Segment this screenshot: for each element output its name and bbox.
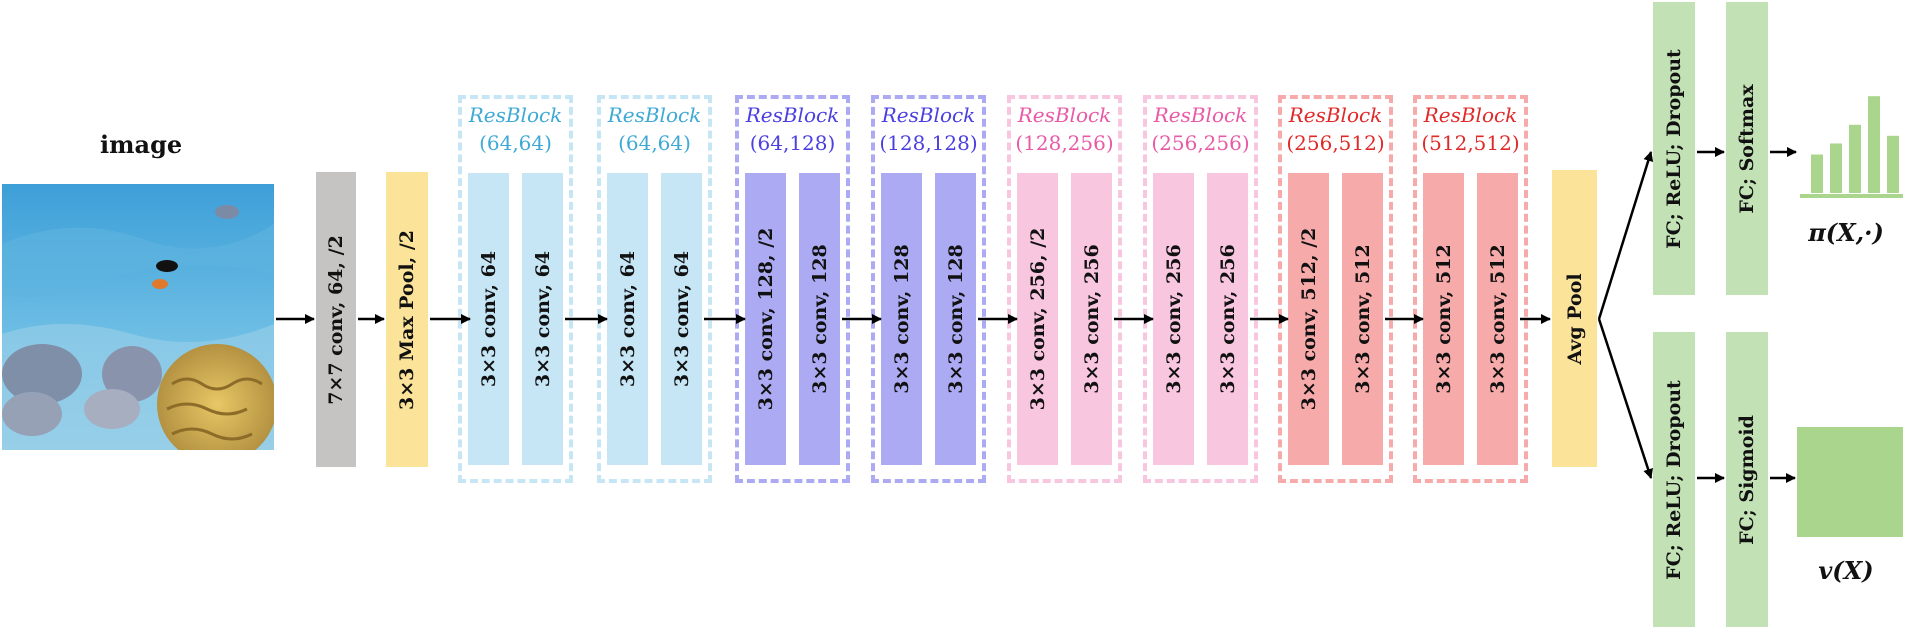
resblock-conv-layer: 3×3 conv, 64 — [661, 173, 702, 465]
resblock-8: ResBlock (512,512) 3×3 conv, 512 3×3 conv, … — [1413, 95, 1528, 483]
arrow-avgpool-to-policy-head — [1597, 151, 1654, 320]
resblock-conv-layer: 3×3 conv, 256 — [1207, 173, 1248, 465]
resblock-title: ResBlock — [468, 103, 563, 127]
resblock-conv-layer: 3×3 conv, 128 — [799, 173, 840, 465]
resblock-title: ResBlock — [607, 103, 702, 127]
policy-histogram — [1800, 96, 1903, 198]
histogram-bar — [1811, 154, 1823, 193]
resblock-conv-layer: 3×3 conv, 256 — [1071, 173, 1112, 465]
max-pool-block: 3×3 Max Pool, /2 — [386, 172, 428, 467]
resblock-title: ResBlock — [1017, 103, 1112, 127]
histogram-bar — [1830, 143, 1842, 193]
value-fc-relu-dropout: FC; ReLU; Dropout — [1653, 332, 1695, 627]
resblock-dims: (64,128) — [749, 131, 836, 155]
resblock-dims: (128,128) — [879, 131, 978, 155]
histogram-bar — [1868, 96, 1880, 193]
resblock-2: ResBlock (64,64) 3×3 conv, 64 3×3 conv, 64 — [597, 95, 712, 483]
policy-fc-relu-dropout: FC; ReLU; Dropout — [1653, 2, 1695, 295]
resblock-3: ResBlock (64,128) 3×3 conv, 128, /2 3×3 con… — [735, 95, 850, 483]
resblock-title: ResBlock — [881, 103, 976, 127]
stem-conv-block: 7×7 conv, 64, /2 — [316, 172, 356, 467]
input-label: image — [100, 130, 183, 159]
resblock-dims: (512,512) — [1421, 131, 1520, 155]
resblock-dims: (64,64) — [479, 131, 552, 155]
resblock-conv-layer: 3×3 conv, 128 — [881, 173, 922, 465]
resblock-conv-layer: 3×3 conv, 512 — [1477, 173, 1518, 465]
resblock-dims: (128,256) — [1015, 131, 1114, 155]
resblock-conv-layer: 3×3 conv, 256 — [1153, 173, 1194, 465]
resblock-4: ResBlock (128,128) 3×3 conv, 128 3×3 conv, … — [871, 95, 986, 483]
resblock-conv-layer: 3×3 conv, 128, /2 — [745, 173, 786, 465]
input-image — [2, 184, 274, 450]
value-fc-sigmoid: FC; Sigmoid — [1726, 332, 1768, 627]
resblock-6: ResBlock (256,256) 3×3 conv, 256 3×3 conv, … — [1143, 95, 1258, 483]
resblock-dims: (256,256) — [1151, 131, 1250, 155]
resblock-conv-layer: 3×3 conv, 512, /2 — [1288, 173, 1329, 465]
resblock-title: ResBlock — [1423, 103, 1518, 127]
policy-fc-softmax: FC; Softmax — [1726, 2, 1768, 295]
resblock-title: ResBlock — [1288, 103, 1383, 127]
value-output-label: v(X) — [1818, 556, 1874, 585]
resblock-5: ResBlock (128,256) 3×3 conv, 256, /2 3×3 co… — [1007, 95, 1122, 483]
resblock-dims: (64,64) — [618, 131, 691, 155]
resblock-title: ResBlock — [1153, 103, 1248, 127]
resblock-title: ResBlock — [745, 103, 840, 127]
resblock-conv-layer: 3×3 conv, 256, /2 — [1017, 173, 1058, 465]
resblock-conv-layer: 3×3 conv, 512 — [1342, 173, 1383, 465]
resblock-conv-layer: 3×3 conv, 64 — [522, 173, 563, 465]
resblock-conv-layer: 3×3 conv, 64 — [607, 173, 648, 465]
reef-photo — [2, 184, 274, 450]
avg-pool-block: Avg Pool — [1552, 170, 1597, 467]
histogram-bar — [1887, 135, 1899, 193]
value-output-square — [1797, 427, 1903, 537]
policy-output-label: π(X,·) — [1808, 218, 1884, 247]
resblock-1: ResBlock (64,64) 3×3 conv, 64 3×3 conv, 64 — [458, 95, 573, 483]
resblock-conv-layer: 3×3 conv, 512 — [1423, 173, 1464, 465]
resblock-7: ResBlock (256,512) 3×3 conv, 512, /2 3×3 co… — [1278, 95, 1393, 483]
histogram-bar — [1849, 124, 1861, 193]
resblock-conv-layer: 3×3 conv, 64 — [468, 173, 509, 465]
resblock-conv-layer: 3×3 conv, 128 — [935, 173, 976, 465]
resblock-dims: (256,512) — [1286, 131, 1385, 155]
arrow-avgpool-to-value-head — [1597, 318, 1653, 479]
